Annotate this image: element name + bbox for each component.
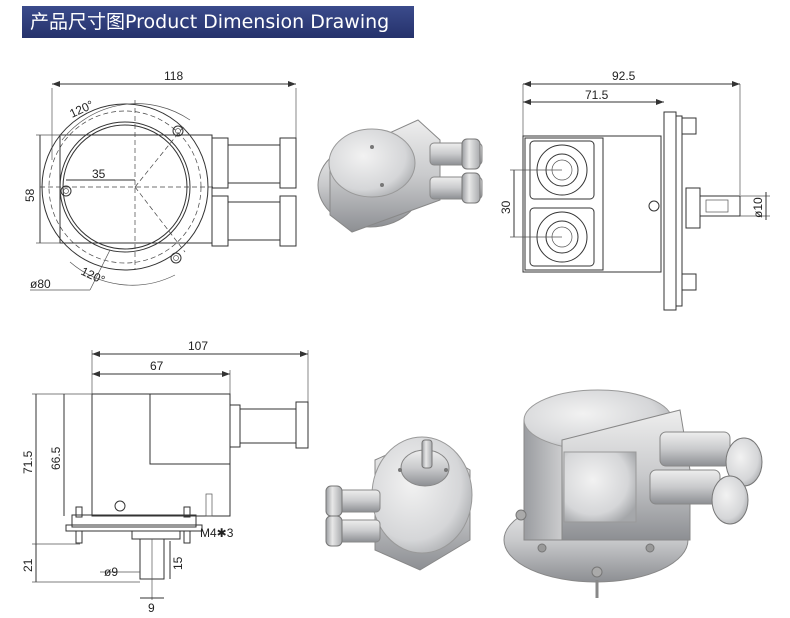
side-view-drawing (510, 81, 770, 311)
dim-bottom-total: 107 (188, 339, 208, 353)
dim-side-body: 71.5 (585, 88, 609, 102)
dim-front-offset: 35 (92, 167, 106, 181)
dim-front-height: 58 (23, 188, 37, 202)
product-photo-bottom (325, 436, 473, 571)
front-view-drawing (30, 81, 297, 291)
dim-front-diameter: ø80 (30, 277, 51, 291)
product-photo-top (317, 119, 483, 233)
dim-side-total: 92.5 (612, 69, 636, 83)
dim-side-shaft: ø10 (751, 197, 765, 218)
dim-bottom-screw: M4✱3 (200, 526, 234, 540)
dim-bottom-body: 67 (150, 359, 164, 373)
dim-bottom-flat: 9 (148, 601, 155, 615)
product-photo-right (503, 389, 763, 598)
section-title-banner: 产品尺寸图Product Dimension Drawing (22, 6, 414, 38)
dim-bottom-shaft-diameter: ø9 (104, 565, 118, 579)
dim-bottom-inner-height: 66.5 (49, 446, 63, 470)
dim-bottom-shaft-length: 21 (21, 558, 35, 572)
dim-bottom-height: 71.5 (21, 450, 35, 474)
dim-bottom-shaft-step: 15 (171, 556, 185, 570)
dim-side-pitch: 30 (499, 200, 513, 214)
bottom-view-drawing (32, 350, 309, 600)
dim-front-width: 118 (164, 69, 183, 83)
dim-angle-top: 120° (67, 97, 96, 120)
